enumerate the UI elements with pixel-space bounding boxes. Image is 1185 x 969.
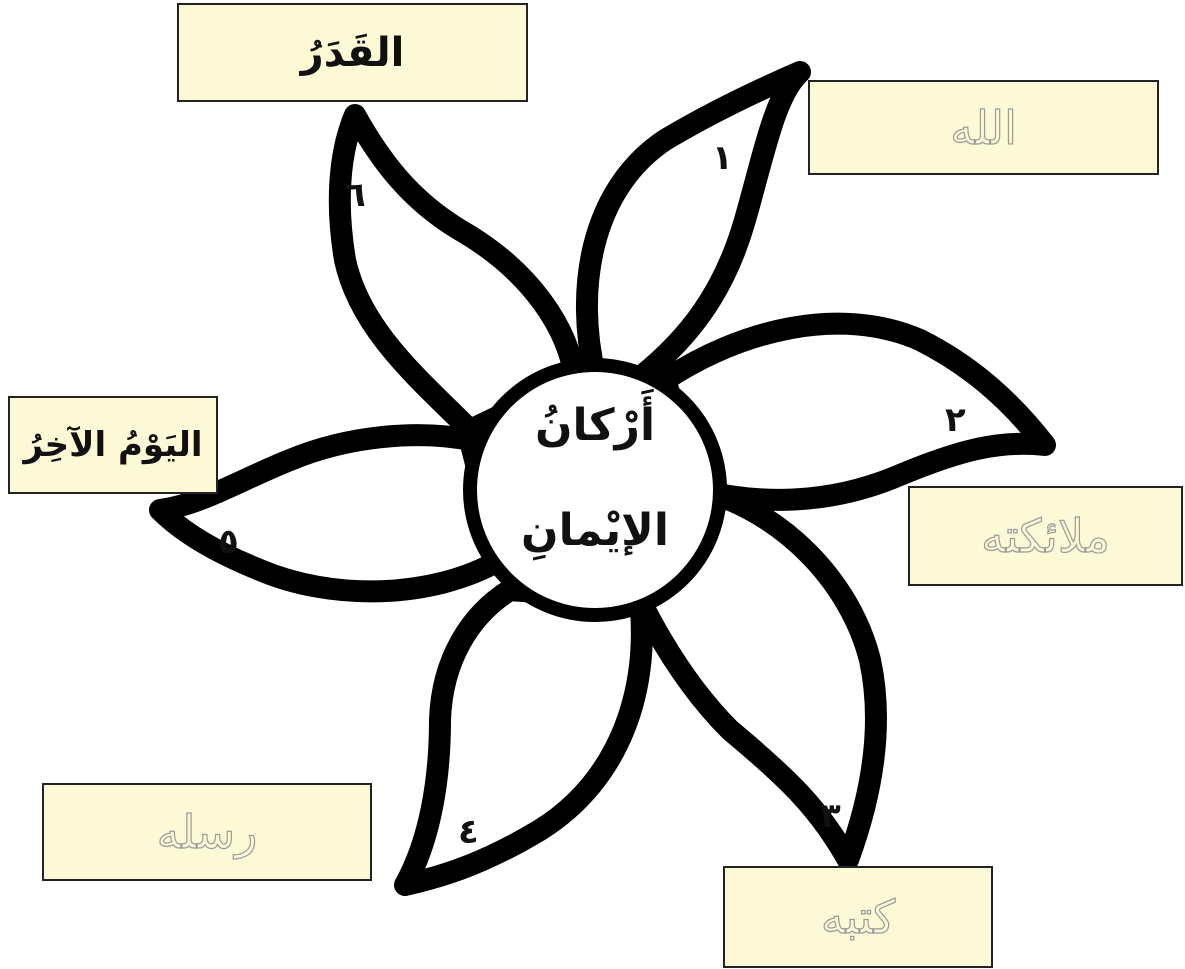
label-box-top-left: القَدَرُ	[177, 3, 528, 102]
label-text-bottom-right: كتبه	[821, 890, 895, 944]
petal-number-2: ٢	[945, 400, 966, 440]
label-box-top-right[interactable]: الله	[808, 80, 1159, 175]
petal-number-6: ٦	[345, 175, 366, 215]
petal-number-5: ٥	[218, 522, 239, 562]
center-title-line2: الإيْمانِ	[480, 505, 710, 556]
label-box-bottom-right[interactable]: كتبه	[723, 866, 993, 968]
label-box-left: اليَوْمُ الآخِرُ	[8, 396, 218, 494]
label-text-left: اليَوْمُ الآخِرُ	[24, 425, 203, 465]
label-box-bottom-left[interactable]: رسله	[42, 783, 372, 881]
petal-4	[405, 590, 642, 885]
center-title-line1: أَرْكانُ	[480, 400, 710, 451]
label-text-bottom-left: رسله	[157, 805, 258, 859]
petal-number-4: ٤	[458, 812, 479, 852]
petal-number-3: ٣	[820, 796, 841, 836]
label-text-right: ملائكته	[981, 509, 1110, 563]
label-text-top-left: القَدَرُ	[301, 30, 405, 76]
label-box-right[interactable]: ملائكته	[908, 486, 1183, 586]
petal-number-1: ١	[712, 138, 733, 178]
label-text-top-right: الله	[950, 101, 1017, 155]
